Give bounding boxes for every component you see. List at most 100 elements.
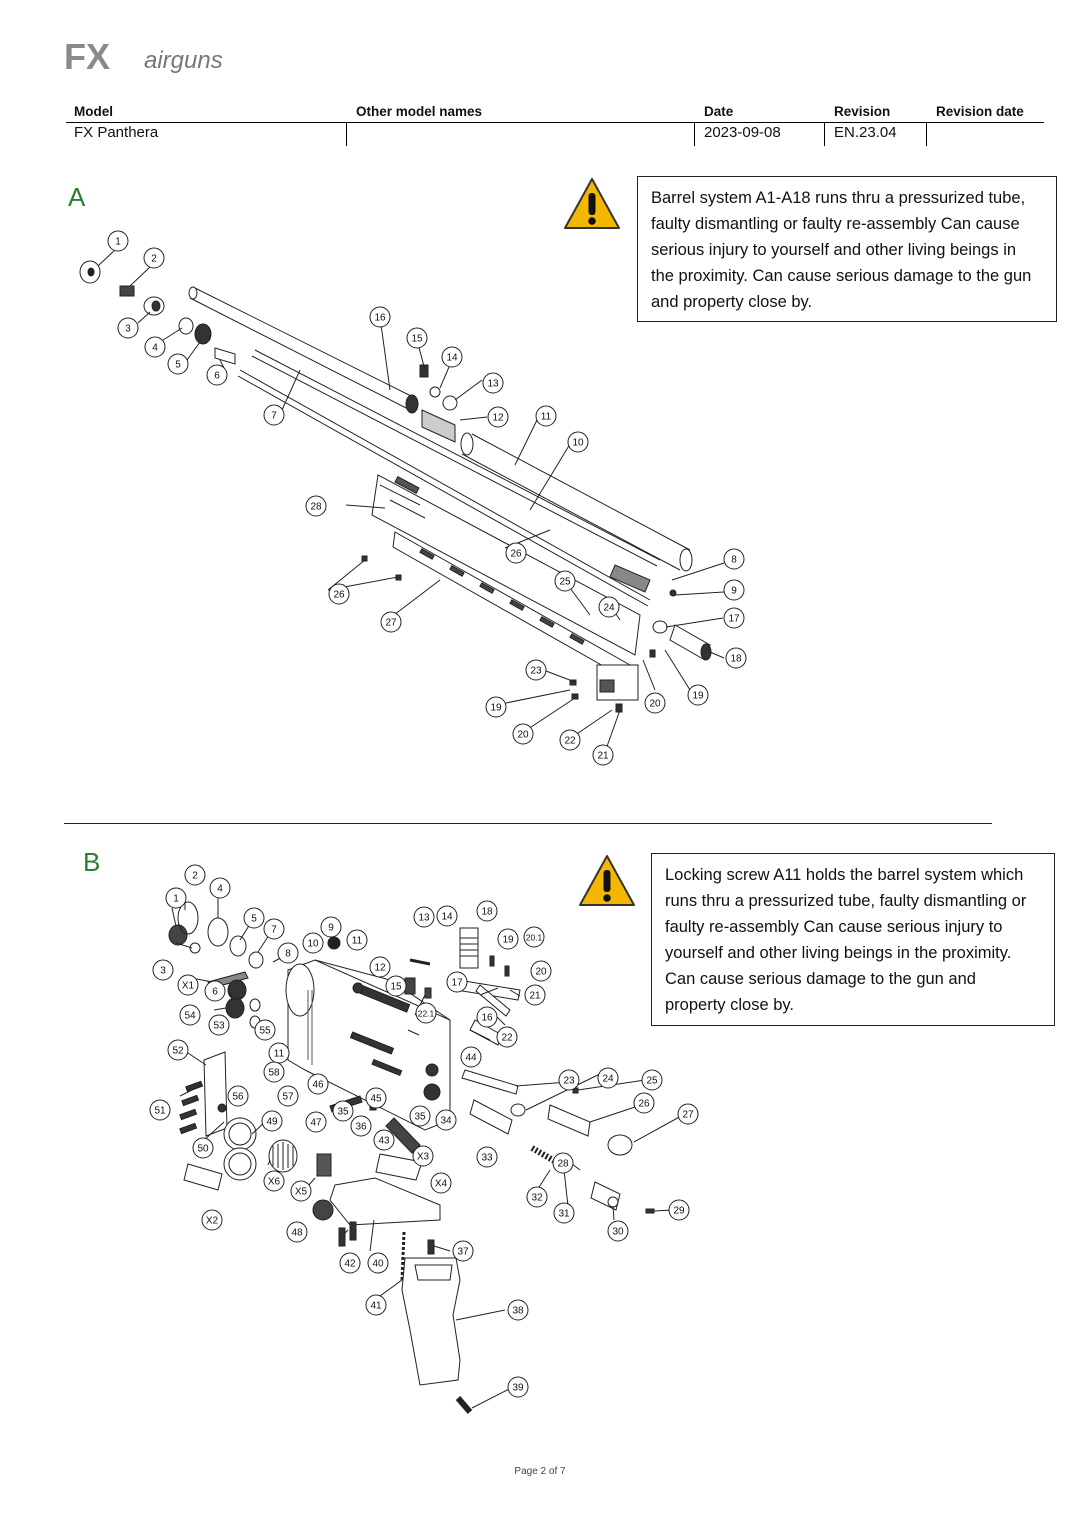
callout-label: 19 [502, 935, 514, 946]
callout-circle [482, 372, 504, 394]
callout-circle [208, 1014, 230, 1036]
logo-letters: FX [64, 38, 110, 77]
callout-circle [558, 1069, 580, 1091]
callout-label: 27 [682, 1110, 694, 1121]
callout-label: 22 [564, 736, 576, 747]
callout-circle [607, 1220, 629, 1242]
callout-label: 7 [271, 411, 277, 422]
callout-label: 28 [310, 502, 322, 513]
callout-label: X2 [206, 1216, 219, 1227]
header-value-model: FX Panthera [74, 124, 159, 141]
callout-label: 15 [411, 334, 423, 345]
callout-circle [302, 932, 324, 954]
callout-circle [365, 1087, 387, 1109]
header-value-date: 2023-09-08 [704, 124, 781, 141]
callout-circle [380, 611, 402, 633]
callout-label: 18 [730, 654, 742, 665]
callout-circle [723, 607, 745, 629]
callout-circle [307, 1073, 329, 1095]
callout-circle [117, 317, 139, 339]
header-divider [346, 122, 347, 146]
callout-circle [409, 1105, 431, 1127]
callout-label: 39 [512, 1383, 524, 1394]
header-label-date: Date [704, 104, 734, 119]
callout-circle [487, 406, 509, 428]
callout-label: 13 [418, 913, 430, 924]
header-date: Date 2023-09-08 [696, 100, 824, 146]
callout-circle [668, 1199, 690, 1221]
callout-label: 35 [337, 1107, 349, 1118]
callout-circle [149, 1099, 171, 1121]
callout-label: 5 [251, 914, 257, 925]
callout-label: 7 [271, 925, 277, 936]
callout-label: 11 [541, 412, 552, 423]
callout-label: 45 [370, 1094, 382, 1105]
callout-circle [152, 959, 174, 981]
header-label-model: Model [74, 104, 113, 119]
callout-circle [167, 1039, 189, 1061]
callout-circle [339, 1252, 361, 1274]
callout-circle [512, 723, 534, 745]
document-header-table: Model FX Panthera Other model names Date… [66, 100, 1044, 146]
callout-circle [412, 1145, 434, 1167]
callout-circle [263, 1170, 285, 1192]
callout-circle [687, 684, 709, 706]
callout-circle [436, 905, 458, 927]
callout-circle [177, 974, 199, 996]
callout-label: 52 [172, 1046, 184, 1057]
callout-label: 1 [115, 237, 121, 248]
callout-circle [365, 1294, 387, 1316]
callout-circle [641, 1069, 663, 1091]
callout-circle [263, 918, 285, 940]
callout-label: 21 [597, 751, 609, 762]
callout-circle [328, 583, 350, 605]
warning-icon [562, 176, 622, 237]
callout-circle [367, 1252, 389, 1274]
warning-box-b: Locking screw A11 holds the barrel syste… [651, 853, 1055, 1026]
callout-circle [507, 1299, 529, 1321]
callout-label: X3 [417, 1152, 430, 1163]
warning-text-b: Locking screw A11 holds the barrel syste… [665, 866, 1027, 1014]
callout-label: 8 [285, 949, 291, 960]
callout-label: 5 [175, 360, 181, 371]
callout-circle [192, 1137, 214, 1159]
callout-label: 22.1 [418, 1009, 435, 1019]
callout-label: 48 [291, 1228, 303, 1239]
section-b-letter: B [83, 847, 101, 877]
header-label-other: Other model names [356, 104, 483, 119]
callout-label: 56 [232, 1092, 244, 1103]
callout-label: 26 [638, 1099, 650, 1110]
callout-label: 26 [510, 549, 522, 560]
callout-label: 29 [673, 1206, 685, 1217]
callout-label: 53 [213, 1021, 225, 1032]
callout-circle [373, 1129, 395, 1151]
callout-label: 6 [214, 371, 220, 382]
header-divider [926, 122, 927, 146]
header-value-revision: EN.23.04 [834, 124, 897, 141]
callout-circle [476, 1146, 498, 1168]
callout-circle [286, 1221, 308, 1243]
header-divider [824, 122, 825, 146]
callout-label: 20 [535, 967, 547, 978]
callout-circle [227, 1085, 249, 1107]
callout-circle [559, 729, 581, 751]
callout-label: 26 [333, 590, 345, 601]
callout-label: 10 [307, 939, 319, 950]
callout-label: X6 [268, 1177, 281, 1188]
callout-label: 50 [197, 1144, 209, 1155]
callout-label: 30 [612, 1227, 624, 1238]
header-revision-date: Revision date [928, 100, 1044, 146]
callout-circle [597, 1067, 619, 1089]
callout-label: 2 [192, 871, 198, 882]
callout-label: 35 [414, 1112, 426, 1123]
callout-circle [144, 336, 166, 358]
callout-label: 34 [440, 1116, 452, 1127]
header-divider [694, 122, 695, 146]
callout-label: 19 [692, 691, 704, 702]
callout-circle [385, 975, 407, 997]
callout-circle [107, 230, 129, 252]
callout-label: 1 [173, 894, 179, 905]
callout-circle [179, 1004, 201, 1026]
callout-label: 23 [563, 1076, 575, 1087]
callout-label: 17 [728, 614, 740, 625]
